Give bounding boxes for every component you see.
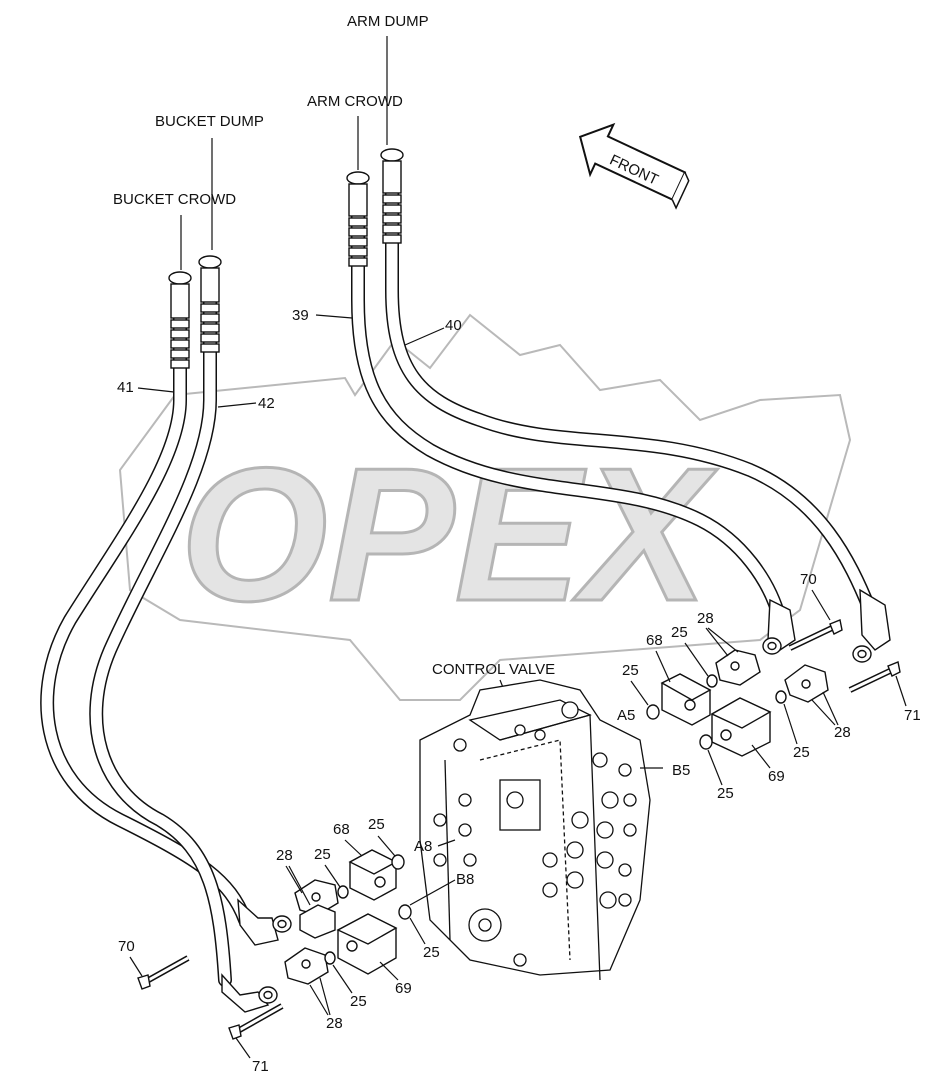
flange-block-69-lower [336, 913, 398, 975]
callout-25-lower-d-leader [332, 964, 353, 994]
callout-41: 41 [117, 379, 134, 396]
callout-70-lower-leader [129, 956, 143, 977]
port-b8-leader [409, 879, 456, 906]
port-b5-label: B5 [672, 762, 690, 779]
callout-28-lower-b: 28 [326, 1015, 343, 1032]
callout-28-upper-b: 28 [834, 724, 851, 741]
callout-71-upper: 71 [904, 707, 921, 724]
arm-crowd-label: ARM CROWD [307, 93, 403, 110]
split-flange-28-upper [715, 649, 829, 703]
arm-dump-label: ARM DUMP [347, 13, 429, 30]
watermark-gear [118, 313, 852, 701]
callout-25-upper-d: 25 [793, 744, 810, 761]
bucket-crowd-label: BUCKET CROWD [113, 191, 236, 208]
callout-68-lower: 68 [333, 821, 350, 838]
callout-28-lower-a-leader [285, 865, 303, 894]
callout-68-upper: 68 [646, 632, 663, 649]
bolt-70-lower [137, 955, 190, 990]
front-arrow: FRONT [578, 122, 690, 210]
callout-41-leader [137, 387, 175, 393]
callout-28-lower-b-leader-2 [319, 977, 331, 1016]
callout-25-upper-a: 25 [671, 624, 688, 641]
callout-25-upper-b: 25 [622, 662, 639, 679]
flange-block-68-lower [348, 849, 398, 901]
callout-28-upper-b-leader-2 [822, 691, 839, 726]
port-a8-label: A8 [414, 838, 432, 855]
callout-68-lower-leader [344, 839, 363, 857]
bolt-71-lower [228, 1003, 284, 1040]
port-a8-leader [437, 839, 456, 847]
o-rings-25-lower [324, 854, 412, 965]
callout-71-upper-leader [895, 675, 907, 707]
arm-hose-end-fittings [762, 588, 891, 663]
callout-70-upper: 70 [800, 571, 817, 588]
split-flange-28-lower [284, 879, 339, 985]
o-rings-25-upper [646, 674, 787, 750]
callout-25-upper-c: 25 [717, 785, 734, 802]
callout-25-upper-d-leader [783, 703, 798, 745]
callout-69-upper: 69 [768, 768, 785, 785]
callout-25-lower-d: 25 [350, 993, 367, 1010]
callout-28-upper-b-leader [811, 699, 836, 726]
callout-39: 39 [292, 307, 309, 324]
callout-42: 42 [258, 395, 275, 412]
hose-39 [346, 171, 787, 627]
callout-68-upper-leader [655, 650, 671, 683]
callout-25-lower-c-leader [409, 917, 426, 945]
callout-40-leader [404, 327, 445, 346]
control-valve-label: CONTROL VALVE [432, 661, 555, 678]
bolt-71-upper [848, 661, 901, 693]
bucket-dump-label: BUCKET DUMP [155, 113, 264, 130]
callout-25-lower-a: 25 [368, 816, 385, 833]
callout-28-upper-a: 28 [697, 610, 714, 627]
port-b8-label: B8 [456, 871, 474, 888]
callout-28-lower-b-leader [309, 984, 329, 1016]
callout-25-upper-a-leader [684, 642, 709, 677]
callout-25-upper-c-leader [707, 749, 723, 786]
callout-28-upper-a-leader [705, 627, 729, 657]
callout-39-leader [315, 314, 353, 319]
hose-42 [89, 255, 232, 987]
callout-25-upper-b-leader [630, 680, 649, 706]
flange-block-69-upper [710, 697, 772, 757]
callout-28-upper-a-leader-2 [707, 627, 739, 653]
callout-70-upper-leader [811, 589, 831, 621]
flange-block-68-upper [660, 673, 712, 726]
callout-25-lower-c: 25 [423, 944, 440, 961]
callout-71-lower: 71 [252, 1058, 269, 1075]
callout-28-lower-a-leader-2 [288, 865, 311, 906]
callout-25-lower-b-leader [324, 864, 341, 888]
callout-69-lower: 69 [395, 980, 412, 997]
control-valve [419, 679, 651, 981]
callout-71-lower-leader [235, 1037, 251, 1059]
callout-42-leader [217, 402, 257, 408]
callout-70-lower: 70 [118, 938, 135, 955]
callout-25-lower-b: 25 [314, 846, 331, 863]
callout-69-upper-leader [751, 744, 771, 769]
bucket-hose-end-fittings [221, 898, 292, 1013]
callout-40: 40 [445, 317, 462, 334]
bolt-70-upper [788, 619, 843, 651]
port-a5-label: A5 [617, 707, 635, 724]
callout-28-lower-a: 28 [276, 847, 293, 864]
callout-25-lower-a-leader [377, 835, 396, 857]
hose-40 [380, 148, 877, 617]
callout-69-lower-leader [379, 961, 399, 981]
